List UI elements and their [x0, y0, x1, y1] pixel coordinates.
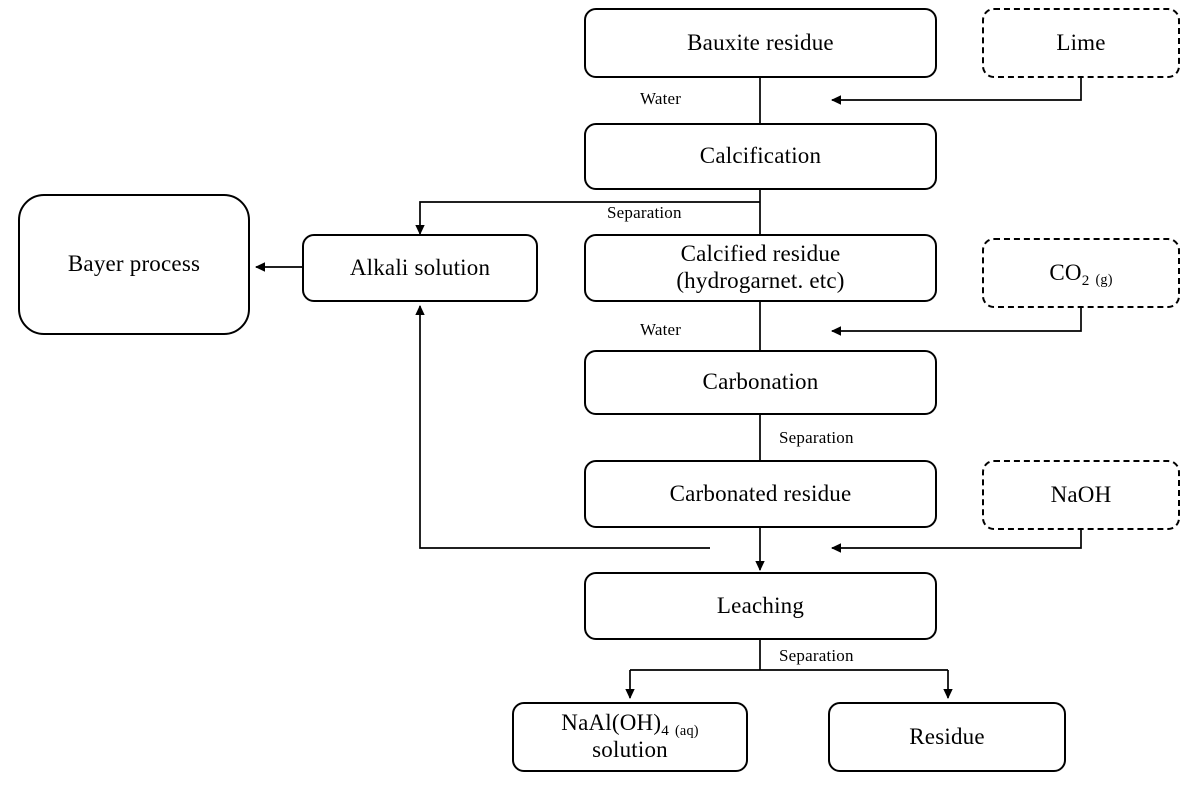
- co2-state: (g): [1095, 272, 1113, 289]
- edge-lime-to-calcification: [831, 78, 1082, 105]
- edge-label-water-2: Water: [637, 320, 685, 340]
- node-calcified-residue[interactable]: Calcified residue (hydrogarnet. etc): [584, 234, 937, 302]
- node-lime[interactable]: Lime: [982, 8, 1180, 78]
- co2-subscript: 2: [1081, 271, 1090, 289]
- edge-co2-to-carbonation: [831, 308, 1082, 336]
- node-naoh-label: NaOH: [1050, 481, 1112, 507]
- co2-formula-main: CO: [1049, 259, 1082, 285]
- node-carbonated-residue[interactable]: Carbonated residue: [584, 460, 937, 528]
- naal-oh4-subscript: 4: [661, 722, 670, 740]
- node-calcified-residue-label-line2: (hydrogarnet. etc): [676, 268, 845, 293]
- edge-label-separation-2: Separation: [776, 428, 857, 448]
- edge-naoh-to-leaching: [831, 530, 1082, 553]
- node-carbonated-residue-label: Carbonated residue: [669, 480, 852, 506]
- node-co2-label: CO2 (g): [1043, 259, 1118, 289]
- node-naal-oh4-formula: NaAl(OH)4 (aq): [555, 710, 704, 740]
- node-calcification-label: Calcification: [699, 143, 822, 169]
- node-carbonation-label: Carbonation: [702, 369, 819, 395]
- node-naal-oh4-solution[interactable]: NaAl(OH)4 (aq) solution: [512, 702, 748, 772]
- node-bayer-process-label: Bayer process: [67, 251, 201, 277]
- node-bauxite-residue-label: Bauxite residue: [687, 29, 834, 55]
- node-residue[interactable]: Residue: [828, 702, 1066, 772]
- edge-label-separation-3: Separation: [776, 646, 857, 666]
- node-alkali-solution-label: Alkali solution: [349, 254, 491, 280]
- node-co2[interactable]: CO2 (g): [982, 238, 1180, 308]
- node-lime-label: Lime: [1056, 29, 1106, 55]
- edge-label-water-1: Water: [637, 89, 685, 109]
- node-residue-label: Residue: [909, 723, 985, 749]
- edge-label-separation-1: Separation: [604, 203, 685, 223]
- node-leaching-label: Leaching: [716, 592, 805, 618]
- node-naoh[interactable]: NaOH: [982, 460, 1180, 530]
- node-bauxite-residue[interactable]: Bauxite residue: [584, 8, 937, 78]
- node-bayer-process[interactable]: Bayer process: [18, 194, 250, 335]
- naal-oh4-state: (aq): [674, 723, 699, 740]
- node-calcification[interactable]: Calcification: [584, 123, 937, 190]
- node-naal-oh4-line2: solution: [592, 737, 668, 762]
- node-calcified-residue-label-line1: Calcified residue: [680, 241, 841, 267]
- node-carbonation[interactable]: Carbonation: [584, 350, 937, 415]
- node-alkali-solution[interactable]: Alkali solution: [302, 234, 538, 302]
- node-leaching[interactable]: Leaching: [584, 572, 937, 640]
- naal-oh4-main: NaAl(OH): [561, 710, 662, 736]
